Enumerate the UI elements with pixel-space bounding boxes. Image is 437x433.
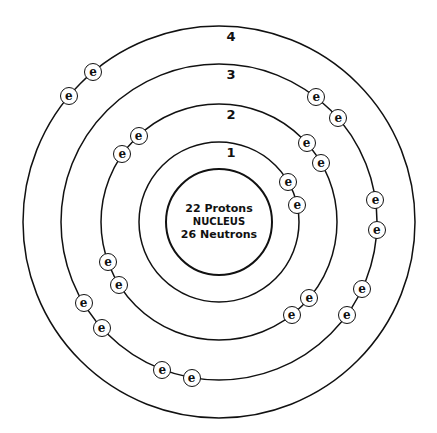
electron-circle: e — [99, 253, 117, 271]
electron-circle: e — [113, 145, 131, 163]
electron-circle: e — [110, 276, 128, 294]
electron-circle: e — [368, 221, 386, 239]
electron-symbol: e — [306, 292, 314, 304]
electron-symbol: e — [135, 130, 143, 142]
electron-circle: e — [130, 127, 148, 145]
electron-circle: e — [329, 109, 347, 127]
nucleus-text: NUCLEUS — [193, 216, 245, 229]
electron-circle: e — [300, 289, 318, 307]
nucleus-text: 22 Protons — [185, 202, 252, 216]
shell-ring — [101, 104, 337, 340]
electron-symbol: e — [358, 283, 366, 295]
electron-symbol: e — [80, 297, 88, 309]
electron-circle: e — [353, 280, 371, 298]
electron-circle: e — [288, 196, 306, 214]
electron-circle: e — [93, 319, 111, 337]
electron-circle: e — [60, 87, 78, 105]
electron-symbol: e — [159, 364, 167, 376]
electron-circle: e — [366, 191, 384, 209]
nucleus-text: 26 Neutrons — [181, 228, 257, 242]
shell-number: 1 — [226, 146, 235, 159]
electron-circle: e — [153, 361, 171, 379]
shell-number: 2 — [226, 108, 235, 121]
electron-circle: e — [279, 173, 297, 191]
shell-number: 3 — [226, 68, 235, 81]
electron-circle: e — [298, 134, 316, 152]
shell-ring — [139, 142, 299, 302]
electron-circle: e — [84, 63, 102, 81]
electron-symbol: e — [119, 148, 127, 160]
electron-symbol: e — [303, 137, 311, 149]
electron-symbol: e — [188, 372, 196, 384]
electron-symbol: e — [89, 66, 97, 78]
electron-symbol: e — [293, 199, 301, 211]
electron-symbol: e — [288, 309, 296, 321]
electron-circle: e — [283, 306, 301, 324]
electron-symbol: e — [284, 176, 292, 188]
electron-circle: e — [75, 294, 93, 312]
electron-symbol: e — [312, 91, 320, 103]
electron-symbol: e — [115, 279, 123, 291]
shell-number: 4 — [226, 30, 235, 43]
electron-circle: e — [312, 154, 330, 172]
electron-symbol: e — [104, 256, 112, 268]
electron-symbol: e — [317, 157, 325, 169]
shell-ring — [61, 64, 377, 380]
electron-symbol: e — [343, 309, 351, 321]
electron-symbol: e — [372, 194, 380, 206]
nucleus-circle: 22 ProtonsNUCLEUS26 Neutrons — [165, 168, 273, 276]
electron-symbol: e — [373, 224, 381, 236]
electron-circle: e — [307, 88, 325, 106]
electron-symbol: e — [334, 112, 342, 124]
electron-symbol: e — [98, 322, 106, 334]
electron-circle: e — [183, 369, 201, 387]
electron-circle: e — [338, 306, 356, 324]
electron-symbol: e — [65, 90, 73, 102]
shell-ring — [23, 26, 415, 418]
